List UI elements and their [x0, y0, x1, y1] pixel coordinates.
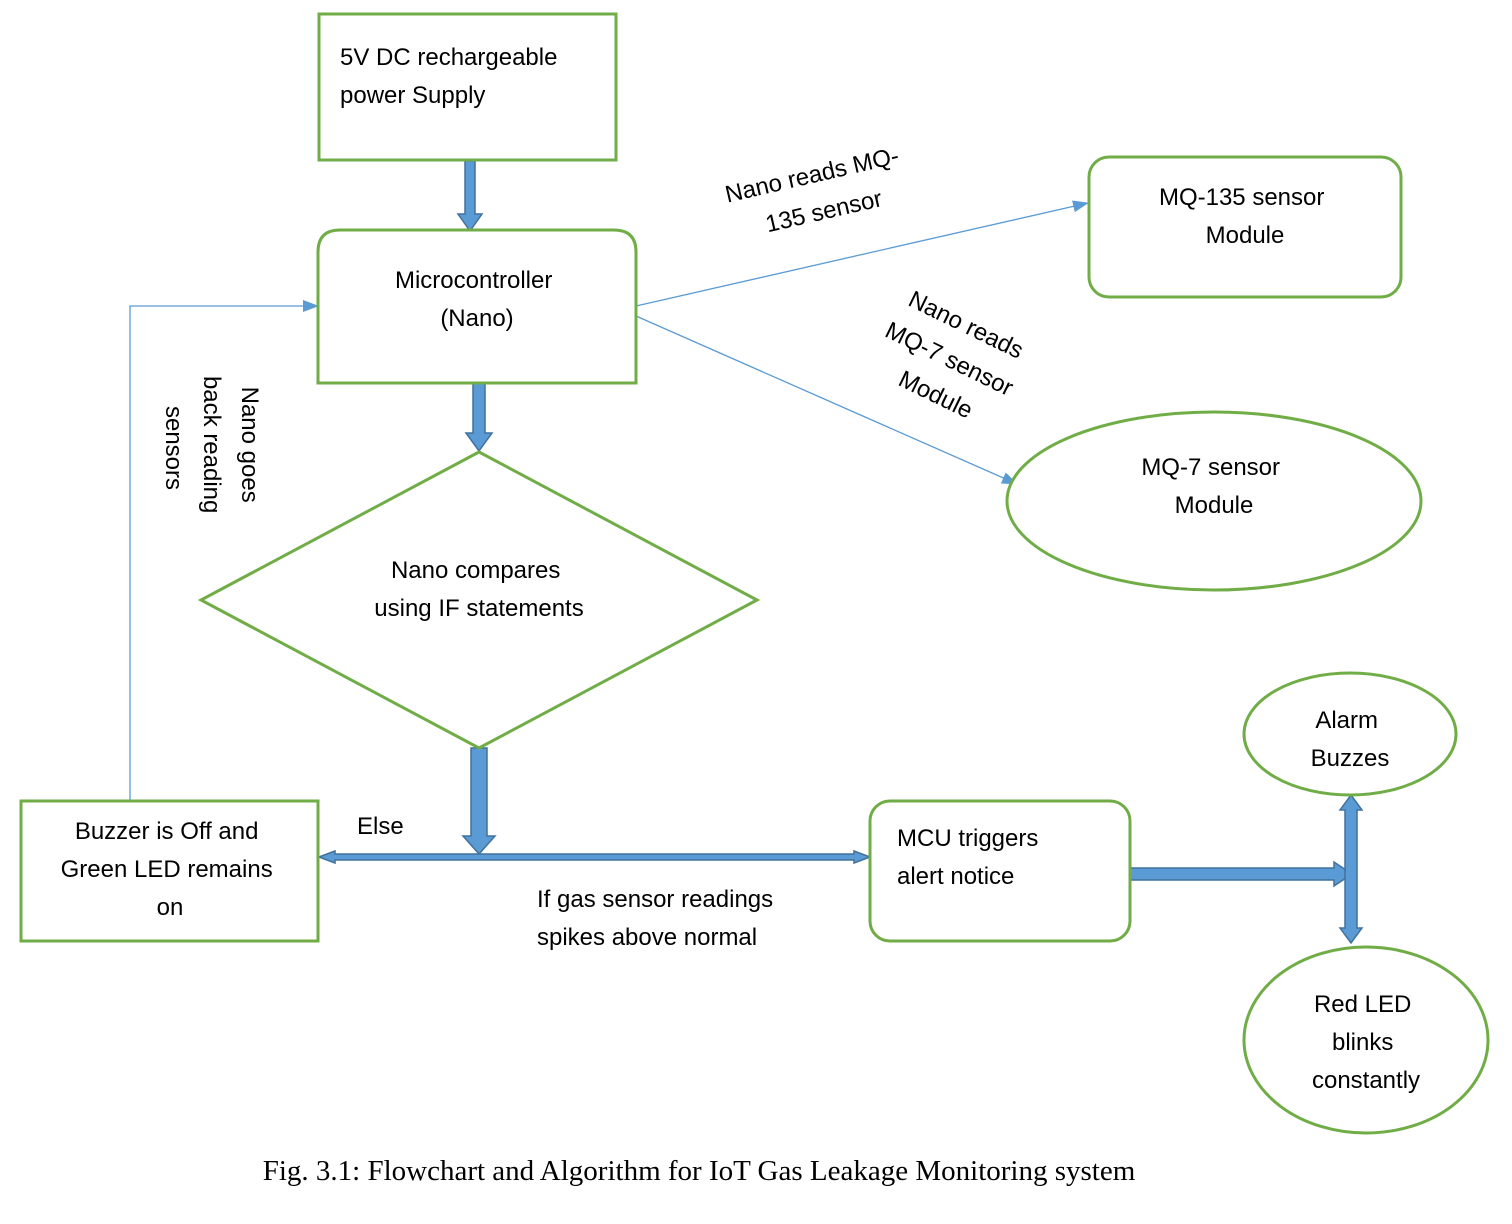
- edge-label-goes-back: Nano goes back reading sensors: [160, 376, 263, 520]
- figure-caption: Fig. 3.1: Flowchart and Algorithm for Io…: [263, 1155, 1136, 1187]
- arrow-mcu-to-decision: [464, 382, 494, 453]
- microcontroller-label: Microcontroller (Nano): [395, 267, 559, 332]
- arrow-power-to-mcu: [456, 160, 484, 233]
- edge-label-reads-mq135: Nano reads MQ- 135 sensor: [723, 141, 917, 246]
- arrow-alert-to-junction: [1129, 860, 1354, 888]
- arrow-junction-bidirectional: [1338, 793, 1364, 945]
- edge-label-reads-mq7: Nano reads MQ-7 sensor Module: [864, 283, 1040, 439]
- microcontroller-box: [316, 228, 638, 385]
- mq7-sensor-ellipse: [1005, 410, 1423, 592]
- mcu-alert-box: [868, 799, 1132, 943]
- edge-label-gas-spike: If gas sensor readings spikes above norm…: [537, 886, 780, 951]
- buzzer-off-box: [19, 799, 320, 943]
- arrow-nano-to-mq7: [635, 315, 1018, 485]
- red-led-label: Red LED blinks constantly: [1312, 991, 1420, 1094]
- red-led-ellipse: [1242, 945, 1490, 1135]
- arrow-decision-to-branch: [461, 747, 497, 856]
- compare-decision-label: Nano compares using IF statements: [374, 557, 583, 622]
- alarm-buzzes-ellipse: [1242, 671, 1458, 797]
- arrow-loop-back: [129, 300, 319, 800]
- mq7-sensor-label: MQ-7 sensor Module: [1141, 454, 1286, 519]
- arrow-branch-bidirectional: [316, 849, 873, 865]
- power-supply-label: 5V DC rechargeable power Supply: [340, 44, 564, 109]
- edge-label-else: Else: [357, 813, 404, 840]
- mcu-alert-label: MCU triggers alert notice: [897, 825, 1045, 890]
- alarm-buzzes-label: Alarm Buzzes: [1311, 707, 1390, 772]
- buzzer-off-label: Buzzer is Off and Green LED remains on: [61, 818, 280, 921]
- arrow-nano-to-mq135: [635, 200, 1089, 307]
- compare-decision-diamond: [197, 450, 761, 750]
- mq135-sensor-box: [1087, 155, 1403, 299]
- mq135-sensor-label: MQ-135 sensor Module: [1159, 184, 1331, 249]
- power-supply-box: [317, 12, 618, 162]
